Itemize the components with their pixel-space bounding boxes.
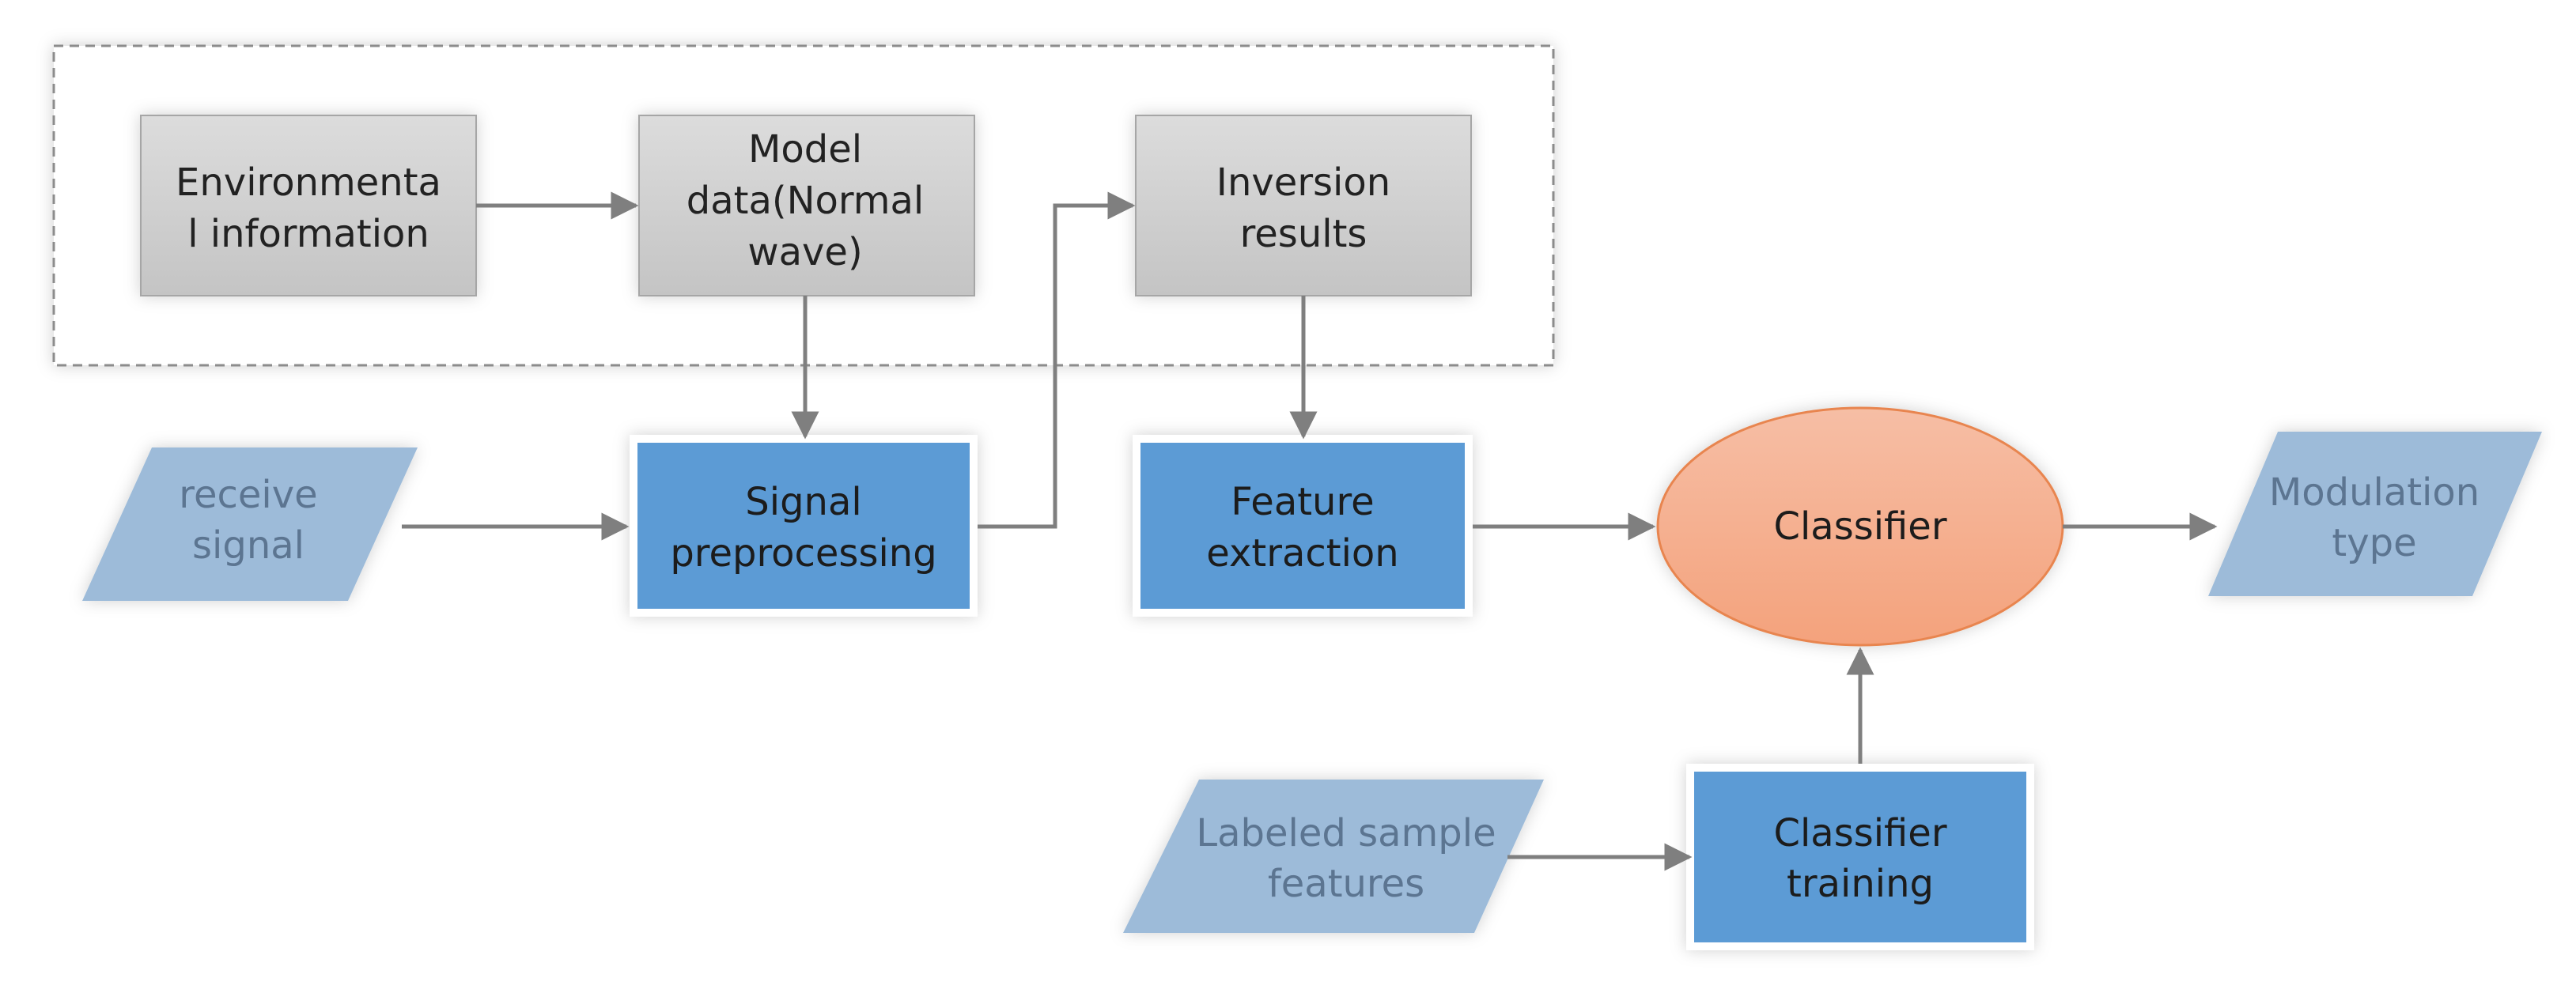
node-feature-extraction: Feature extraction [1133,435,1473,617]
model-line-1: Model [748,127,862,172]
preprocess-line-1: Signal [745,480,861,524]
node-classifier: Classifier [1656,406,2064,647]
modulation-line-1: Modulation [2269,470,2480,515]
training-line-1: Classifier [1773,811,1946,855]
node-classifier-training: Classifier training [1686,764,2034,950]
preprocess-line-2: preprocessing [670,531,936,576]
node-labeled-sample-features: Labeled sample features [1123,780,1544,933]
inversion-line-2: results [1240,212,1367,256]
node-inversion-results: Inversion results [1135,115,1472,296]
env-line-1: Environmenta [176,160,441,205]
edge-preprocess-to-inversion [978,191,1136,529]
node-receive-signal: receive signal [82,447,418,601]
node-signal-preprocessing: Signal preprocessing [630,435,978,617]
feature-line-2: extraction [1206,531,1398,576]
node-model-data: Model data(Normal wave) [638,115,975,296]
model-line-3: wave) [747,230,862,274]
model-line-2: data(Normal [687,179,925,223]
node-modulation-type: Modulation type [2208,432,2542,596]
receive-line-2: signal [192,523,305,568]
feature-line-1: Feature [1231,480,1374,524]
inversion-line-1: Inversion [1216,160,1390,205]
training-line-2: training [1787,862,1934,906]
node-environmental-information: Environmenta l information [140,115,477,296]
env-line-2: l information [187,212,429,256]
labeled-line-1: Labeled sample [1196,811,1496,855]
modulation-line-2: type [2332,521,2416,565]
classifier-label: Classifier [1773,504,1946,549]
labeled-line-2: features [1268,862,1424,906]
receive-line-1: receive [179,473,317,517]
